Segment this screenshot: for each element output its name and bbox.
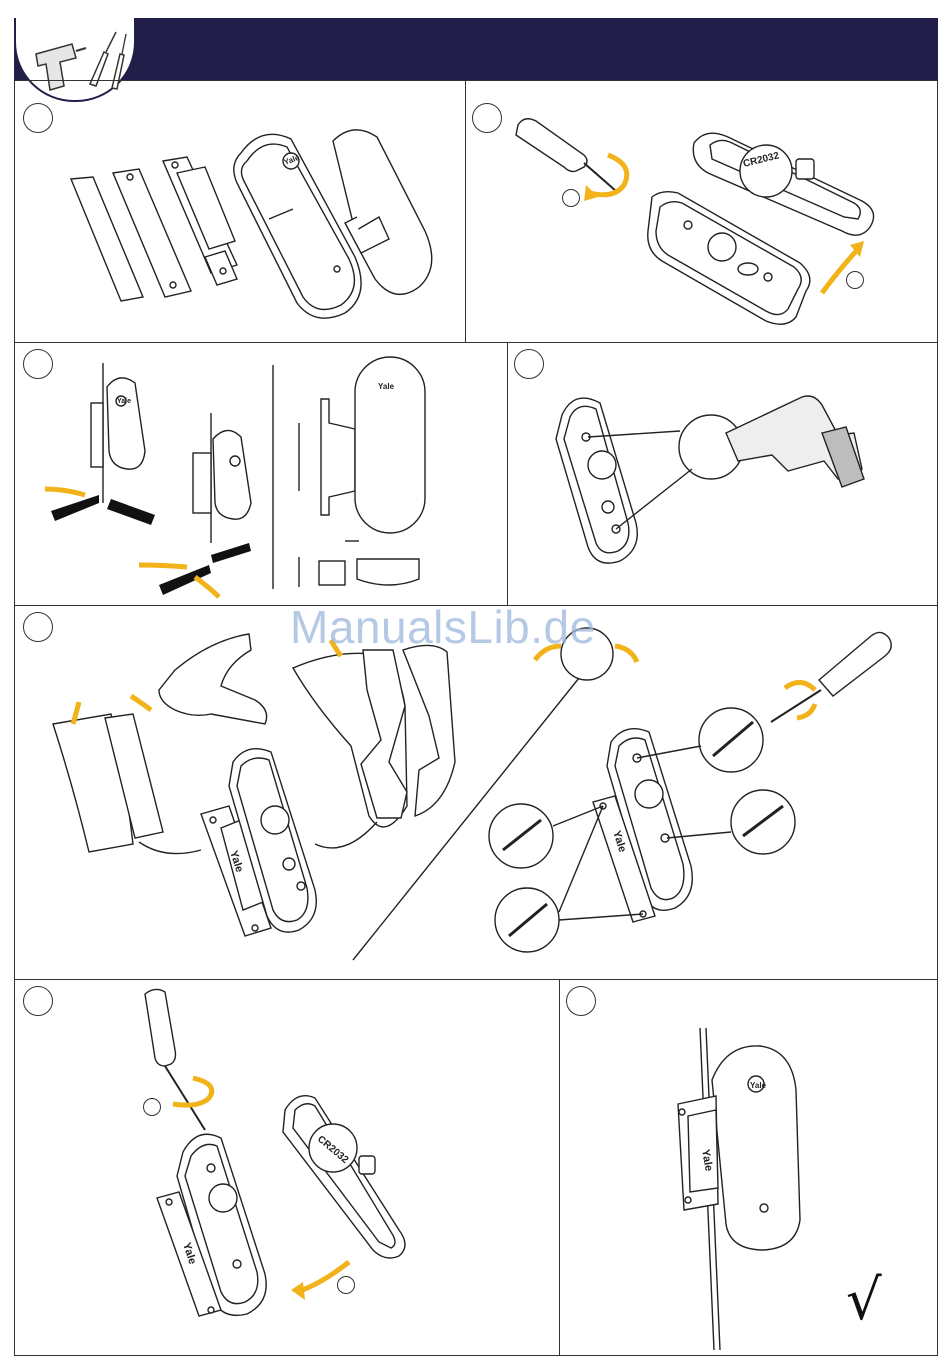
open-housing-icon: CR2032 — [466, 81, 939, 344]
step-1-panel: Yale — [14, 80, 466, 343]
header-bar — [14, 18, 938, 80]
placement-guide-icon: Yale Yale — [15, 343, 509, 607]
sensor-brand-label-3: Yale — [378, 382, 395, 391]
step-2-panel: CR2032 — [465, 80, 938, 343]
step-6-panel: CR2032 Yale — [14, 979, 560, 1356]
step-7-panel: Yale Yale √ — [559, 979, 938, 1356]
parts-layout-icon: Yale — [15, 81, 467, 344]
step-3-panel: Yale Yale — [14, 342, 508, 606]
completion-checkmark: √ — [846, 1268, 882, 1333]
sensor-brand-label-4: Yale — [750, 1081, 767, 1090]
close-housing-icon: CR2032 Yale — [15, 980, 561, 1357]
mounted-complete-icon: Yale Yale — [560, 980, 939, 1357]
drill-holes-icon — [508, 343, 939, 607]
sensor-brand-label-2: Yale — [117, 398, 131, 405]
step-4-panel — [507, 342, 938, 606]
adhesive-or-screw-mount-icon: Yale Yale — [15, 606, 939, 981]
step-5-panel: Yale Yale — [14, 605, 938, 980]
watermark-text: ManualsLib.de — [290, 600, 670, 654]
